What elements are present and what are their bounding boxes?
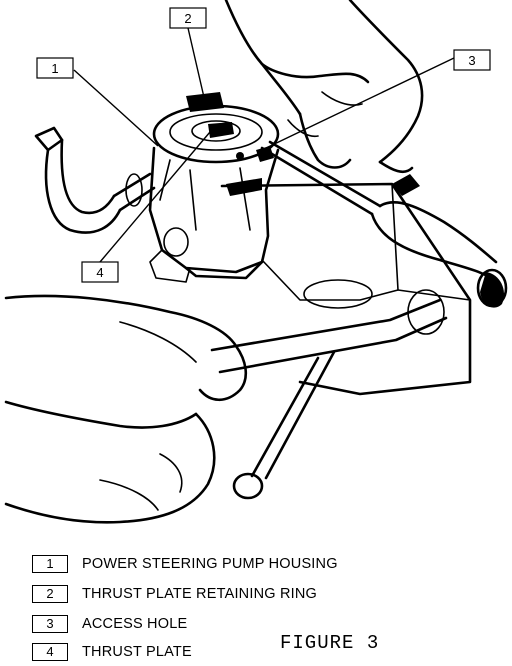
legend-number-1: 1 xyxy=(32,555,68,573)
legend-row-4: 4 THRUST PLATE xyxy=(32,642,192,662)
callout-3-number: 3 xyxy=(468,53,475,68)
legend-label-4: THRUST PLATE xyxy=(82,644,192,660)
vise-block xyxy=(220,174,472,396)
callout-2: 2 xyxy=(169,7,207,107)
screwdriver xyxy=(260,140,508,308)
upper-hand xyxy=(224,0,424,174)
legend-number-3: 3 xyxy=(32,615,68,633)
lower-hand xyxy=(4,294,248,524)
legend-row-3: 3 ACCESS HOLE xyxy=(32,614,187,634)
legend-row-1: 1 POWER STEERING PUMP HOUSING xyxy=(32,554,338,574)
legend-number-2: 2 xyxy=(32,585,68,603)
callout-1-number: 1 xyxy=(51,61,58,76)
figure-caption: FIGURE 3 xyxy=(280,632,380,654)
hammer xyxy=(210,289,448,500)
callout-1: 1 xyxy=(36,57,159,147)
callout-4-number: 4 xyxy=(96,265,103,280)
callout-4: 4 xyxy=(81,131,211,283)
callout-2-number: 2 xyxy=(184,11,191,26)
callout-3: 3 xyxy=(265,49,491,149)
legend-number-4: 4 xyxy=(32,643,68,661)
legend-label-1: POWER STEERING PUMP HOUSING xyxy=(82,556,338,572)
hose-fitting xyxy=(34,126,156,234)
legend-label-2: THRUST PLATE RETAINING RING xyxy=(82,586,318,602)
legend-label-3: ACCESS HOLE xyxy=(82,616,188,632)
legend-row-2: 2 THRUST PLATE RETAINING RING xyxy=(32,584,317,604)
